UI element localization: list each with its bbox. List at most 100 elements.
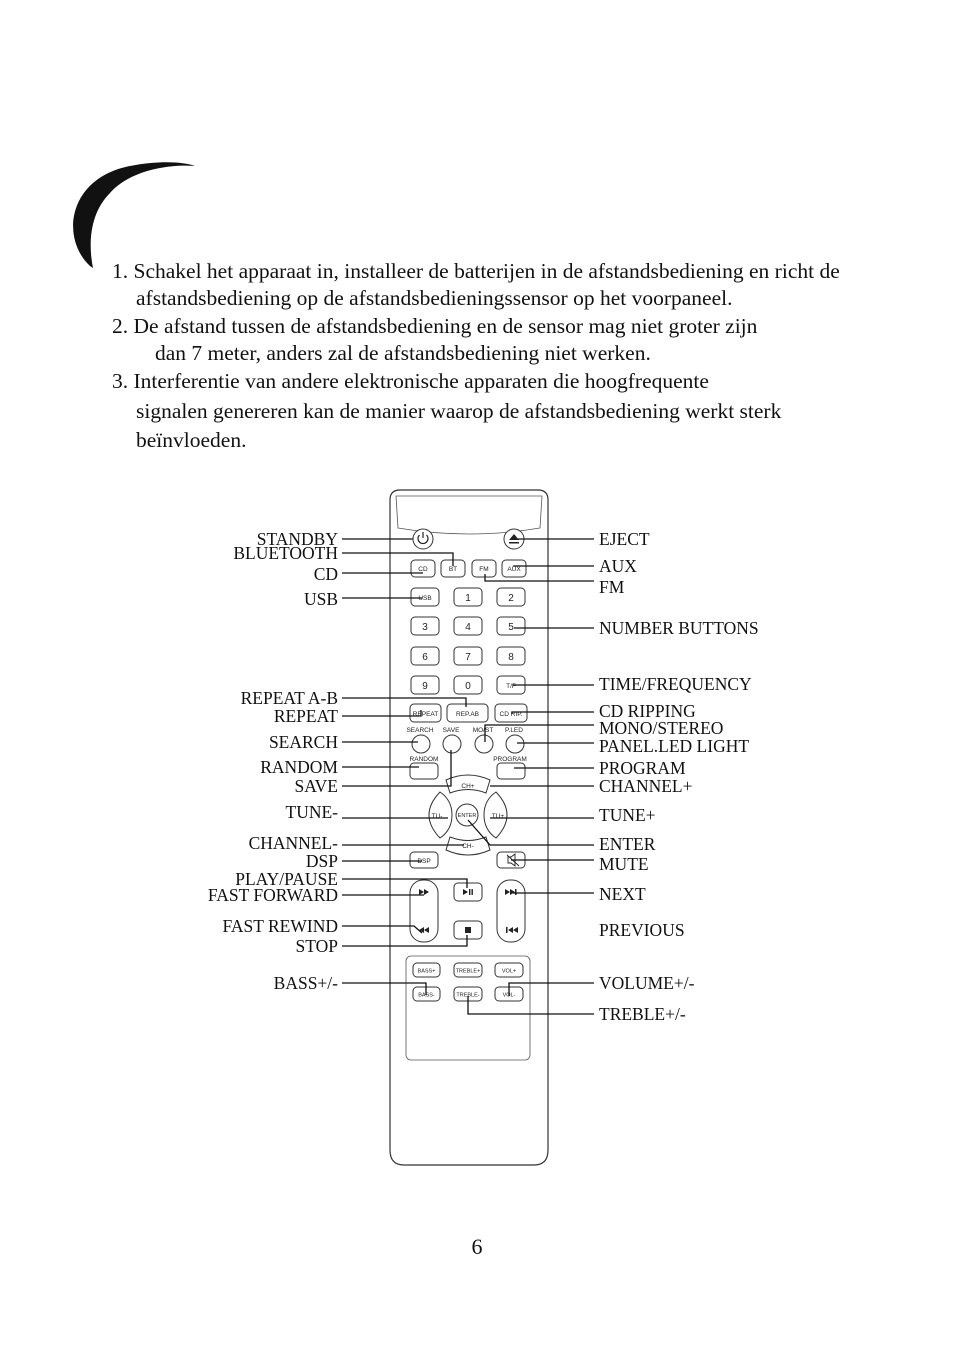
mono-stereo-button[interactable] [474, 734, 494, 754]
label-number-buttons: NUMBER BUTTONS [599, 618, 759, 638]
fm-button[interactable] [471, 559, 497, 578]
label-next: NEXT [599, 884, 646, 904]
tone-panel [405, 955, 531, 1061]
track-rocker [496, 879, 526, 943]
instructions: 1. Schakel het apparaat in, installeer d… [112, 258, 872, 455]
play-pause-icon [463, 889, 473, 895]
number-button-0[interactable] [453, 675, 483, 695]
number-button-3[interactable] [410, 616, 440, 636]
random-label: RANDOM [410, 756, 439, 763]
label-volume: VOLUME+/- [599, 973, 695, 993]
instruction-1: 1. Schakel het apparaat in, installeer d… [112, 258, 872, 312]
label-cd: CD [314, 564, 338, 584]
label-treble: TREBLE+/- [599, 1004, 686, 1024]
number-label: 7 [465, 652, 471, 663]
eject-icon [509, 534, 519, 544]
label-dsp: DSP [306, 851, 338, 871]
aux-button[interactable] [501, 559, 527, 578]
label-repeat: REPEAT [274, 706, 338, 726]
label-bass: BASS+/- [274, 973, 339, 993]
label-enter: ENTER [599, 834, 656, 854]
number-button-1[interactable] [453, 587, 483, 607]
treble-up-button[interactable] [453, 962, 483, 978]
random-button[interactable] [409, 762, 439, 780]
fast-forward-button[interactable] [419, 889, 429, 895]
standby-button[interactable] [412, 528, 434, 550]
enter-label: ENTER [458, 813, 477, 819]
fm-button-label: FM [479, 566, 488, 573]
next-button[interactable] [505, 889, 517, 895]
channel-down-button[interactable] [445, 836, 491, 856]
label-program: PROGRAM [599, 758, 686, 778]
save-button[interactable] [442, 734, 462, 754]
volume-up-button[interactable] [494, 962, 524, 978]
search-button[interactable] [411, 734, 431, 754]
label-stop: STOP [296, 936, 339, 956]
tune-down-label: TU- [432, 813, 443, 820]
source-buttons: CD BT FM AUX [410, 559, 527, 578]
cd-rip-button-label: CD RIP. [500, 711, 523, 718]
fast-rewind-button[interactable] [419, 927, 429, 933]
number-button-9[interactable] [410, 675, 440, 695]
bass-up-button[interactable] [412, 962, 441, 978]
repeat-ab-button[interactable] [446, 703, 489, 723]
cd-rip-button[interactable] [494, 703, 528, 723]
label-previous: PREVIOUS [599, 920, 685, 940]
label-mono-stereo: MONO/STEREO [599, 718, 723, 738]
usb-button-label: USB [418, 595, 431, 602]
number-label: 1 [465, 593, 471, 604]
instruction-number: 3. [112, 369, 129, 393]
instruction-3: 3. Interferentie van andere elektronisch… [112, 368, 872, 455]
repeat-button-label: REPEAT [413, 711, 439, 718]
number-label: 9 [422, 681, 428, 692]
tf-button-label: T/F [506, 683, 516, 690]
number-label: 5 [508, 622, 514, 633]
bass-up-label: BASS+ [418, 969, 436, 975]
next-icon [505, 889, 515, 895]
usb-button[interactable] [410, 587, 440, 607]
number-button-2[interactable] [496, 587, 526, 607]
remote-body [389, 489, 549, 1166]
label-eject: EJECT [599, 529, 650, 549]
bass-down-label: BASS- [418, 993, 435, 999]
instruction-text-cont: en richt de afstandsbediening op de afst… [136, 259, 840, 310]
leader-lines [342, 538, 594, 1015]
instruction-2: 2. De afstand tussen de afstandsbedienin… [112, 313, 872, 367]
program-label: PROGRAM [493, 756, 527, 763]
tune-up-button[interactable] [483, 791, 508, 839]
panel-led-button[interactable] [505, 734, 525, 754]
program-button[interactable] [496, 762, 526, 780]
fast-rewind-icon [419, 927, 429, 933]
fast-forward-icon [419, 889, 429, 895]
enter-button[interactable] [455, 803, 479, 827]
label-tune-up: TUNE+ [599, 805, 656, 825]
label-time-frequency: TIME/FREQUENCY [599, 674, 752, 694]
label-usb: USB [304, 589, 338, 609]
channel-up-button[interactable] [445, 774, 491, 794]
aux-button-label: AUX [507, 566, 521, 573]
number-button-5[interactable] [496, 616, 526, 636]
number-label: 2 [508, 593, 514, 604]
label-tune-down: TUNE- [286, 802, 339, 822]
number-label: 0 [465, 681, 471, 692]
previous-button[interactable] [506, 927, 518, 933]
save-label: SAVE [443, 727, 461, 734]
label-fast-rewind: FAST REWIND [222, 916, 338, 936]
number-button-4[interactable] [453, 616, 483, 636]
number-button-6[interactable] [410, 646, 440, 666]
number-label: 6 [422, 652, 428, 663]
number-label: 8 [508, 652, 514, 663]
right-labels: EJECT AUX FM NUMBER BUTTONS TIME/FREQUEN… [599, 529, 759, 1024]
decorative-swoosh [73, 162, 195, 268]
label-panel-led-light: PANEL.LED LIGHT [599, 736, 749, 756]
label-standby: STANDBY [257, 529, 339, 549]
label-mute: MUTE [599, 854, 649, 874]
number-label: 4 [465, 622, 471, 633]
repeat-button[interactable] [409, 703, 442, 723]
number-button-8[interactable] [496, 646, 526, 666]
dsp-button[interactable] [409, 851, 439, 869]
tune-down-button[interactable] [428, 791, 453, 839]
instruction-number: 1. [112, 259, 129, 283]
label-aux: AUX [599, 556, 637, 576]
number-button-7[interactable] [453, 646, 483, 666]
